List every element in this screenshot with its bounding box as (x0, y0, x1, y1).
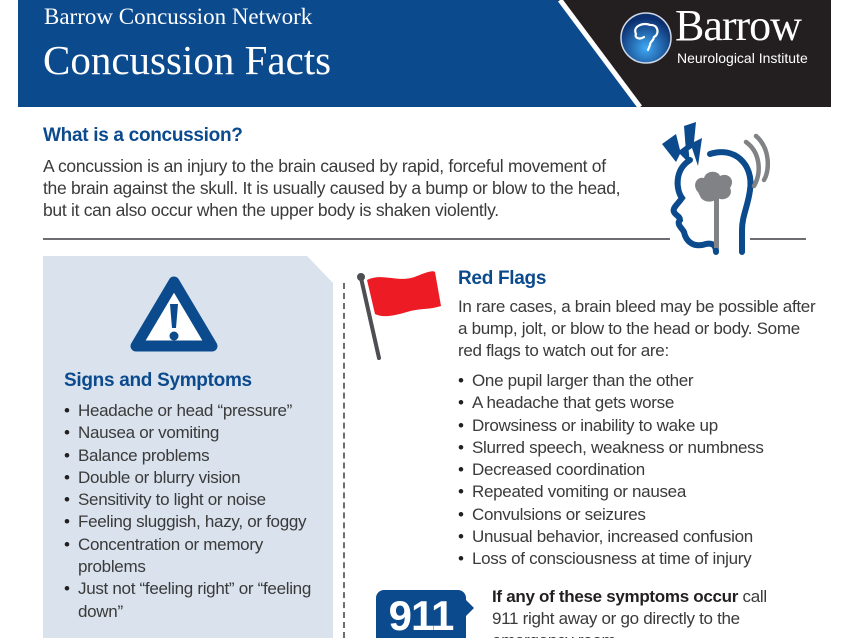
signs-and-symptoms-panel: Signs and Symptoms Headache or head “pre… (43, 256, 333, 638)
network-name: Barrow Concussion Network (44, 4, 313, 29)
list-item: Convulsions or seizures (458, 504, 818, 527)
emergency-bold-text: If any of these symptoms occur (492, 587, 739, 606)
header-background (18, 0, 831, 107)
barrow-brain-logo-icon (620, 12, 672, 64)
emergency-number: 911 (388, 592, 455, 638)
list-item: Repeated vomiting or nausea (458, 481, 818, 504)
section-divider-right (750, 238, 806, 240)
list-item: Slurred speech, weakness or numbness (458, 437, 818, 460)
logo-wordmark: Barrow (675, 1, 802, 50)
red-flags-list: One pupil larger than the other A headac… (458, 370, 818, 571)
head-impact-icon (662, 122, 770, 255)
emergency-instructions: If any of these symptoms occur call 911 … (492, 586, 792, 638)
list-item: Drowsiness or inability to wake up (458, 415, 818, 438)
list-item: Concentration or memory problems (64, 534, 324, 579)
list-item: Sensitivity to light or noise (64, 489, 324, 512)
list-item: Unusual behavior, increased confusion (458, 526, 818, 549)
what-is-heading: What is a concussion? (43, 125, 243, 146)
header-banner: Barrow Concussion Network Concussion Fac… (18, 0, 831, 107)
list-item: A headache that gets worse (458, 392, 818, 415)
page-title: Concussion Facts (43, 37, 332, 83)
red-flags-intro: In rare cases, a brain bleed may be poss… (458, 297, 816, 360)
list-item: Double or blurry vision (64, 467, 324, 490)
list-item: Just not “feeling right” or “feeling dow… (64, 578, 324, 623)
red-flag-icon (357, 271, 441, 360)
list-item: Nausea or vomiting (64, 422, 324, 445)
dashed-separator (343, 283, 345, 638)
emergency-text: call 911 right away or go directly to th… (492, 587, 767, 638)
signs-heading: Signs and Symptoms (64, 370, 252, 391)
list-item: Loss of consciousness at time of injury (458, 548, 818, 571)
emergency-911-badge: 911 (376, 590, 476, 638)
list-item: Balance problems (64, 445, 324, 468)
section-divider (43, 238, 670, 240)
red-flags-heading: Red Flags (458, 268, 547, 289)
warning-triangle-icon (130, 276, 218, 352)
list-item: Decreased coordination (458, 459, 818, 482)
list-item: Feeling sluggish, hazy, or foggy (64, 511, 324, 534)
list-item: Headache or head “pressure” (64, 400, 324, 423)
list-item: One pupil larger than the other (458, 370, 818, 393)
signs-list: Headache or head “pressure” Nausea or vo… (64, 400, 324, 623)
speech-bubble-shape (376, 590, 474, 638)
what-is-body: A concussion is an injury to the brain c… (43, 156, 621, 220)
logo-subtitle: Neurological Institute (677, 50, 808, 66)
